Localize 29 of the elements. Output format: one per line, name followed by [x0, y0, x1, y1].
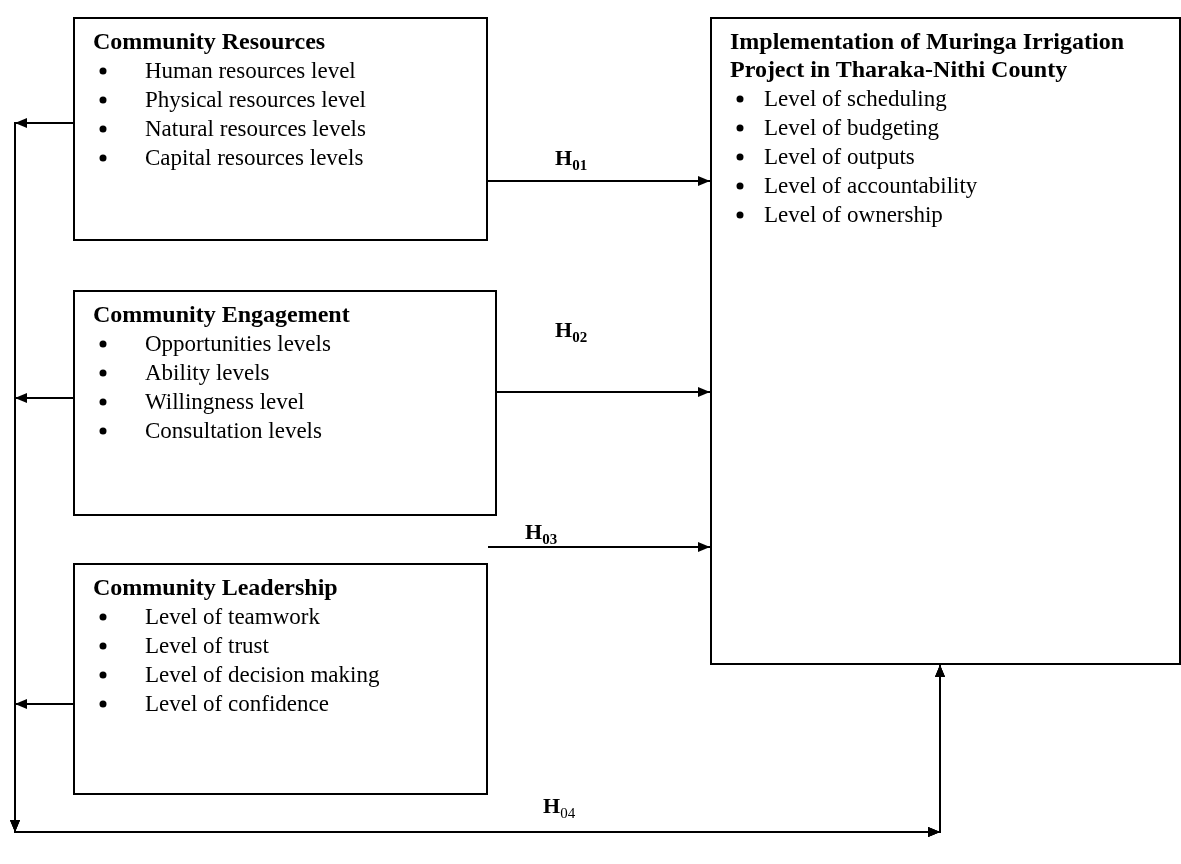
hypothesis-label: H$_{03}$: [525, 520, 558, 550]
bullet-item: Physical resources level: [145, 87, 366, 112]
bullet-item: Opportunities levels: [145, 331, 331, 356]
variable-box: [710, 17, 1181, 665]
variable-box: [73, 17, 488, 241]
bullet-item: Consultation levels: [145, 418, 322, 443]
box-heading: Community Resources: [93, 27, 327, 55]
bullet-item: Human resources level: [145, 58, 356, 83]
box-heading: Implementation of Muringa Irrigation Project in Tharaka-Nithi County: [730, 27, 1125, 83]
bullet-item: Level of accountability: [764, 173, 978, 198]
bullet-item: Ability levels: [145, 360, 270, 385]
box-heading: Community Leadership: [93, 573, 339, 601]
bullet-item: Level of scheduling: [764, 86, 947, 111]
bullet-item: Level of confidence: [145, 691, 329, 716]
bullet-item: Level of decision making: [145, 662, 380, 687]
hypothesis-label: H$_{04}$: [543, 794, 576, 824]
bullet-item: Natural resources levels: [145, 116, 366, 141]
bullet-item: Level of outputs: [764, 144, 915, 169]
variable-box: [73, 290, 497, 516]
bullet-item: Level of ownership: [764, 202, 943, 227]
bullet-item: Willingness level: [145, 389, 305, 414]
bullet-item: Capital resources levels: [145, 145, 364, 170]
bullet-item: Level of teamwork: [145, 604, 320, 629]
bullet-item: Level of trust: [145, 633, 269, 658]
hypothesis-label: H$_{02}$: [555, 318, 588, 348]
hypothesis-label: H$_{01}$: [555, 146, 588, 176]
bullet-item: Level of budgeting: [764, 115, 939, 140]
variable-box: [73, 563, 488, 795]
box-heading: Community Engagement: [93, 300, 351, 328]
